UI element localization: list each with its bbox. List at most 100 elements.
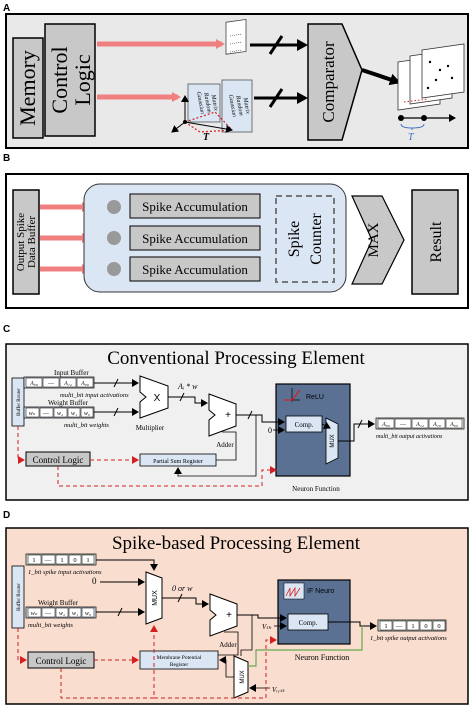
psr-label: Partial Sum Register bbox=[153, 459, 203, 465]
router-to-ctrl-c bbox=[17, 426, 25, 464]
mpr-label-1: Membrane Potential bbox=[157, 655, 202, 661]
spike-counter: Spike Counter bbox=[275, 195, 335, 283]
panel-d-letter: D bbox=[3, 510, 10, 521]
mpr-feedback-d bbox=[218, 631, 239, 656]
zero-label-c: 0 bbox=[268, 426, 272, 435]
weight-cell-c-2: w₂ bbox=[57, 411, 63, 417]
multiplier-symbol: X bbox=[154, 393, 161, 404]
panel-a-letter: A bbox=[3, 3, 10, 14]
result-label: Result bbox=[428, 221, 445, 262]
bus-slash-top bbox=[268, 35, 284, 55]
panel-d-title: Spike-based Processing Element bbox=[112, 533, 361, 554]
adder-block-d: + Adder bbox=[209, 593, 238, 649]
mux-to-output-c bbox=[338, 420, 375, 442]
weight-cell-d-2: w₂ bbox=[59, 611, 65, 617]
output-t-label: T bbox=[408, 132, 415, 143]
memory-label: Memory bbox=[15, 50, 40, 126]
adder-label-d: Adder bbox=[219, 641, 237, 649]
mux-label-c: MUX bbox=[330, 434, 336, 447]
output-cell-c-2: A₁₂ bbox=[415, 422, 424, 428]
comp-label-c: Comp. bbox=[295, 421, 314, 429]
gaussian-random-matrix-stack: Gaussian Random Matrix Gaussian Random M… bbox=[171, 79, 253, 143]
input-cell-d-1: — bbox=[44, 557, 52, 564]
mult-slash-c bbox=[179, 392, 185, 402]
mux-block-d-reset: MUX bbox=[233, 655, 249, 699]
bus-slash-bottom bbox=[268, 88, 284, 108]
memory-box: Memory bbox=[12, 37, 44, 139]
weight-cell-d-1: — bbox=[44, 611, 52, 617]
weight-cell-c-0: wₙ bbox=[29, 411, 36, 417]
output-cell-c-3: A₁₀ bbox=[432, 422, 441, 428]
mux-block-d: MUX bbox=[145, 571, 163, 625]
ctrl-to-neuron-c bbox=[57, 466, 277, 487]
spike-counter-label-2: Counter bbox=[308, 213, 325, 265]
adder-to-mux-reset-d bbox=[240, 615, 253, 656]
weight-slash-d bbox=[117, 607, 123, 617]
adder-to-psr-c bbox=[174, 415, 257, 477]
multiplier-label: Multiplier bbox=[136, 424, 165, 432]
comparator-label: Comparator bbox=[319, 41, 338, 123]
output-cell-d-3: 0 bbox=[424, 623, 427, 630]
adder-label-c: Adder bbox=[216, 441, 234, 449]
weight-buffer-cells-d: wₙ — w₂ w₁ w₀ bbox=[25, 606, 97, 619]
weight-cell-c-4: w₀ bbox=[84, 411, 90, 417]
control-logic-label-2: Logic bbox=[70, 54, 95, 106]
grm-label-1: Gaussian bbox=[195, 91, 205, 114]
mux-out-slash-c bbox=[357, 419, 363, 429]
vrest-label: Vᵣₑₛₜ bbox=[272, 686, 285, 694]
mux-reset-label-d: MUX bbox=[240, 670, 246, 683]
weight-caption-c: multi_bit weights bbox=[64, 422, 109, 429]
weight-buffer-label-c: Weight Buffer bbox=[48, 399, 89, 407]
relu-label: ReLU bbox=[306, 394, 324, 401]
max-block: MAX bbox=[351, 195, 405, 285]
output-buffer-cells-d: 1 — 1 0 0 bbox=[377, 619, 447, 632]
partial-sum-register: Partial Sum Register bbox=[139, 453, 217, 467]
weight-cell-c-3: w₁ bbox=[71, 411, 77, 417]
zero-or-w-label: 0 or w bbox=[172, 584, 193, 593]
comp-label-d: Comp. bbox=[299, 619, 318, 627]
weight-caption-d: multi_bit weights bbox=[28, 622, 73, 629]
input-cell-c-0: A₀₀ bbox=[29, 381, 38, 387]
output-caption-d: 1_bit spike output activations bbox=[370, 635, 447, 642]
input-buffer-label-c: Input Buffer bbox=[54, 369, 89, 377]
product-label: Aᵢ * w bbox=[177, 382, 198, 391]
neuron-function-c: ReLU Comp. MUX bbox=[275, 383, 351, 477]
weight-cell-d-0: wₙ bbox=[31, 611, 38, 617]
output-spike-buffer: Output Spike Data Buffer bbox=[12, 189, 40, 295]
output-buffer-label-1: Output Spike bbox=[15, 213, 27, 271]
control-logic-d-label: Control Logic bbox=[36, 656, 87, 666]
buffer-router-c: Buffer Router bbox=[11, 377, 25, 427]
comp-to-output-d bbox=[328, 621, 377, 630]
result-block: Result bbox=[411, 189, 459, 295]
buffer-router-d-label: Buffer Router bbox=[17, 583, 22, 611]
weight-slash-c bbox=[113, 407, 119, 417]
spike-to-mux-d bbox=[96, 559, 158, 571]
vth-label: Vₜₕ bbox=[262, 623, 271, 631]
input-buffer-cells-c: A₀₀ — A₁₂ A₀₀ bbox=[23, 376, 95, 389]
input-slash-c bbox=[113, 378, 119, 388]
input-caption-d: 1_bit spike input activations bbox=[28, 569, 102, 576]
neuron-function-label-d: Neuron Function bbox=[295, 653, 349, 662]
weight-cell-d-3: w₁ bbox=[72, 611, 78, 617]
input-buffer-cells-d: 1 — 1 0 1 bbox=[25, 553, 97, 566]
output-cell-d-1: — bbox=[395, 623, 403, 630]
adder-to-comp-c bbox=[236, 414, 285, 426]
psr-feedback-c bbox=[216, 431, 237, 461]
mpr-label-2: Register bbox=[170, 662, 188, 668]
multiplier-block: X Multiplier bbox=[136, 375, 169, 432]
grm-label-6: Matrix bbox=[241, 96, 250, 114]
ctrl-to-neuron-d bbox=[154, 636, 277, 699]
grm-label-3: Matrix bbox=[209, 93, 218, 111]
control-logic-c-label: Control Logic bbox=[33, 455, 84, 465]
panel-c-title: Conventional Processing Element bbox=[107, 348, 365, 369]
mux-to-adder-d bbox=[162, 597, 209, 608]
control-logic-box: Control Logic bbox=[44, 23, 96, 137]
buffer-router-c-label: Buffer Router bbox=[17, 388, 22, 416]
adder-to-comp-d bbox=[237, 614, 287, 622]
output-caption-c: multi_bit output activations bbox=[376, 434, 443, 440]
mux-label-d: MUX bbox=[152, 590, 159, 606]
spike-counter-label-1: Spike bbox=[286, 221, 303, 257]
neuron-function-d: IF Neuro Comp. bbox=[277, 579, 351, 645]
panel-c-letter: C bbox=[3, 324, 10, 335]
